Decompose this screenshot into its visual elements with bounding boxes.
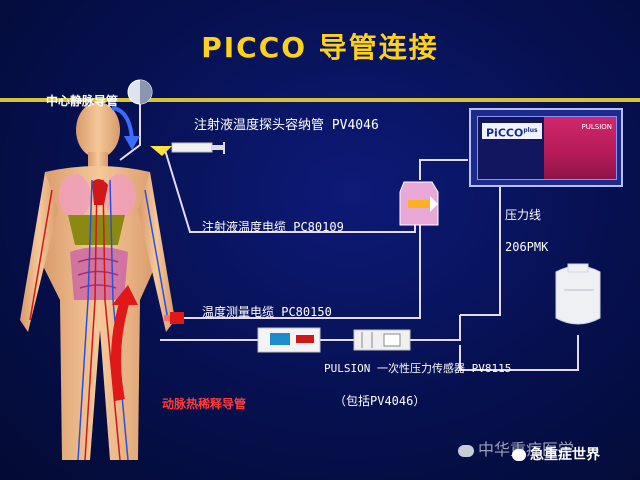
label-injectate-housing: 注射液温度探头容纳管 PV4046 <box>194 118 379 133</box>
label-injectate-cable: 注射液温度电缆 PC80109 <box>202 220 344 234</box>
page-title: PICCO 导管连接 <box>201 31 439 64</box>
watermark-line1: 中华重症医学 <box>478 440 575 459</box>
pressure-line-monitor <box>460 175 501 316</box>
monitor-to-module-line <box>419 159 468 180</box>
injectate-syringe <box>150 142 225 156</box>
flush-bag-line <box>459 335 579 371</box>
label-temperature-cable: 温度测量电缆 PC80150 <box>202 305 332 319</box>
transducer-out-line <box>410 315 461 341</box>
label-pressure-line-code: 206PMK <box>505 240 549 254</box>
monitor-logo-suffix: plus <box>523 127 538 134</box>
temperature-connector <box>164 312 184 324</box>
label-pressure-line: 压力线 <box>505 208 542 222</box>
wechat-icon-2 <box>512 449 526 461</box>
interface-module <box>399 181 439 226</box>
monitor-brand: PULSION <box>581 123 613 131</box>
watermark-text-1: 中华重症医学 <box>458 436 574 460</box>
cvc-line <box>119 102 141 161</box>
monitor-logo: PiCCOplus <box>482 123 542 140</box>
monitor-display-panel: PULSION <box>544 117 616 179</box>
cvc-arrow <box>111 106 134 141</box>
monitor-logo-text: PiCCO <box>486 126 524 140</box>
top-divider-line <box>0 98 640 102</box>
label-central-venous: 中心静脉导管 <box>46 94 119 108</box>
cvc-connector <box>127 79 153 105</box>
human-body-figure <box>20 102 175 461</box>
watermark-text-2: 急重症世界 <box>512 444 600 464</box>
arterial-arrow <box>111 298 130 401</box>
temperature-cable-line <box>180 205 421 319</box>
wechat-icon <box>458 444 474 457</box>
pressure-transducer <box>257 327 411 353</box>
watermark-line2: 急重症世界 <box>530 447 600 463</box>
label-includes: （包括PV4046） <box>334 394 426 408</box>
label-transducer: PULSION 一次性压力传感器 PV8115 <box>324 362 512 375</box>
monitor-screen: PiCCOplus PULSION <box>477 116 617 180</box>
picco-monitor: PiCCOplus PULSION <box>469 108 623 187</box>
label-arterial-catheter: 动脉热稀释导管 <box>162 397 247 411</box>
flush-bag <box>555 263 601 325</box>
